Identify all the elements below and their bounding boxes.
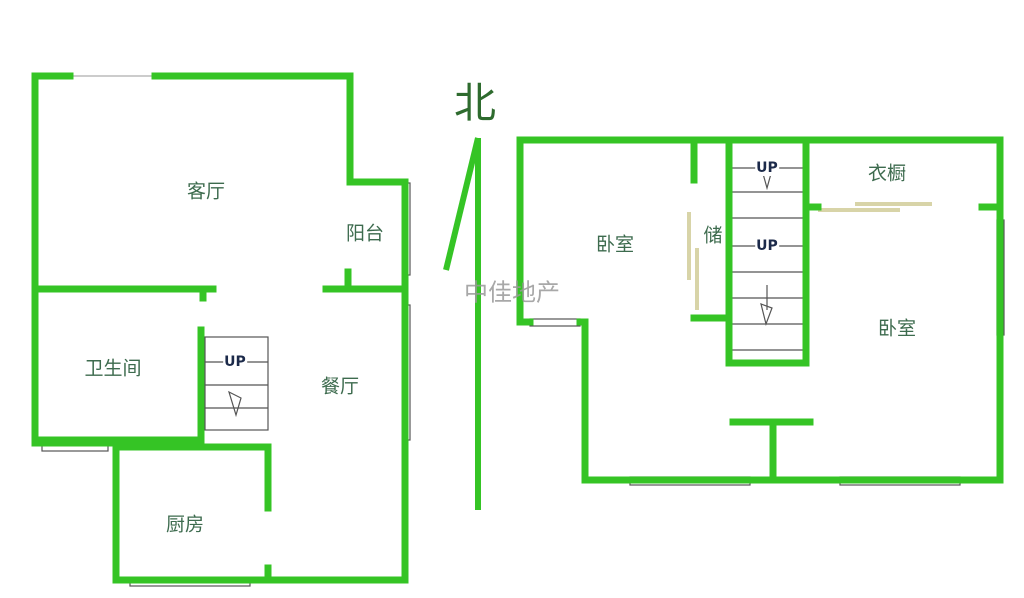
- room-label-bedroom: 卧室: [877, 317, 917, 340]
- stair-up-label: UP: [755, 160, 779, 176]
- left-plan-windows: [41, 75, 411, 587]
- room-label-bathroom: 卫生间: [84, 357, 142, 380]
- stair-arrow-icon: [228, 390, 242, 418]
- room-label-bedroom: 卧室: [595, 233, 635, 256]
- room-label-balcony: 阳台: [345, 222, 385, 245]
- window: [529, 318, 581, 327]
- room-label-storage: 储: [703, 224, 723, 247]
- left-staircase: [204, 336, 269, 431]
- stair-up-label: UP: [755, 238, 779, 254]
- north-label: 北: [453, 78, 497, 128]
- stair-up-label: UP: [223, 354, 247, 370]
- right-plan-windows: [529, 219, 1005, 486]
- north-arrow: [443, 137, 481, 510]
- left-plan-walls: [31, 72, 409, 584]
- right-plan-walls: [516, 136, 1004, 484]
- room-label-dining-room: 餐厅: [320, 375, 360, 398]
- right-plan-doors: [687, 202, 932, 310]
- right-staircase: [731, 167, 806, 351]
- room-label-living-room: 客厅: [186, 180, 226, 203]
- stair-arrow-icon: [760, 303, 773, 327]
- watermark: 中佳地产: [464, 278, 560, 307]
- room-label-kitchen: 厨房: [165, 513, 205, 536]
- room-label-wardrobe: 衣橱: [867, 162, 907, 185]
